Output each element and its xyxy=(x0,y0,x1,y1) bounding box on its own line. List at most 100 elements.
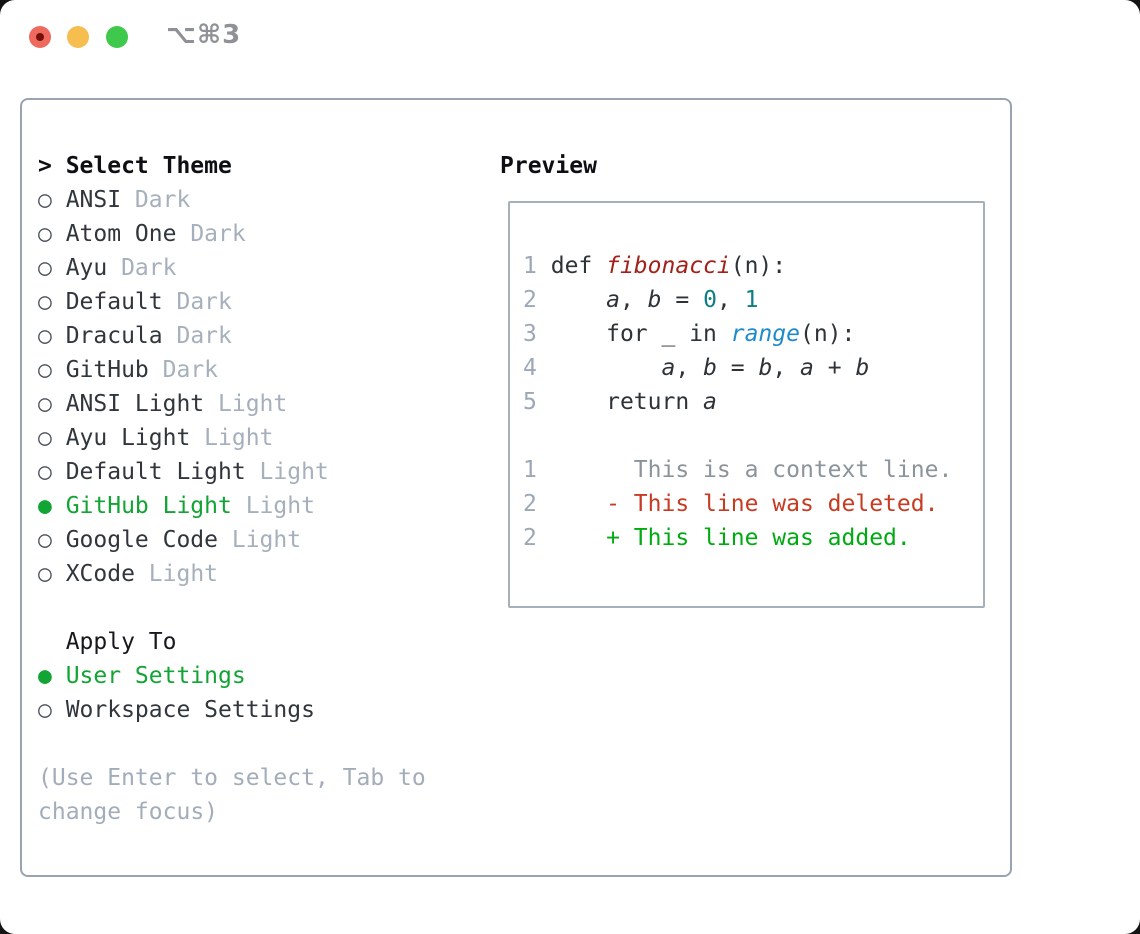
code-token: a xyxy=(661,355,676,381)
close-indicator-dot xyxy=(36,33,44,41)
line-number: 4 xyxy=(523,355,537,381)
prompt-caret-icon: > xyxy=(38,153,52,179)
code-token: , xyxy=(675,355,704,381)
radio-unselected-icon: ○ xyxy=(38,561,52,587)
radio-unselected-icon: ○ xyxy=(38,255,52,281)
spacer-row xyxy=(38,591,438,625)
code-line: 5 return a xyxy=(523,385,983,419)
radio-selected-icon: ● xyxy=(38,493,52,519)
code-token: a xyxy=(800,355,814,381)
theme-option-label: Dracula xyxy=(65,323,163,349)
code-line: 2 - This line was deleted. xyxy=(523,487,983,521)
apply-option-label: Workspace Settings xyxy=(65,697,315,723)
apply-option-workspace-settings[interactable]: ○ Workspace Settings xyxy=(38,693,438,727)
preview-title: Preview xyxy=(500,153,597,179)
code-token: for _ in xyxy=(550,321,731,347)
radio-unselected-icon: ○ xyxy=(38,697,52,723)
code-token xyxy=(551,287,606,313)
theme-variant-label: Dark xyxy=(121,255,177,281)
spacer-row xyxy=(38,727,438,761)
theme-option-ayu[interactable]: ○ Ayu Dark xyxy=(38,251,438,285)
window-title: ⌥⌘3 xyxy=(166,20,242,50)
theme-option-label: GitHub xyxy=(65,357,149,383)
code-line: 2 + This line was added. xyxy=(523,521,983,555)
theme-variant-label: Dark xyxy=(162,357,219,383)
code-token: = xyxy=(661,287,704,313)
theme-option-label: GitHub Light xyxy=(65,493,232,519)
line-number: 2 xyxy=(523,287,537,313)
code-token: , xyxy=(716,287,745,313)
code-token: (n): xyxy=(730,253,787,279)
code-token: (n): xyxy=(799,321,856,347)
apply-to-header: Apply To xyxy=(38,625,438,659)
code-line: 4 a, b = b, a + b xyxy=(523,351,983,385)
theme-variant-label: Dark xyxy=(134,187,191,213)
radio-unselected-icon: ○ xyxy=(38,459,52,485)
theme-variant-label: Dark xyxy=(190,221,246,247)
line-number: 5 xyxy=(523,389,537,415)
radio-unselected-icon: ○ xyxy=(38,221,52,247)
code-token: This is a context line. xyxy=(550,457,953,483)
theme-variant-label: Light xyxy=(218,391,288,417)
zoom-button[interactable] xyxy=(106,26,128,48)
minimize-button[interactable] xyxy=(67,26,89,48)
theme-option-atom-one[interactable]: ○ Atom One Dark xyxy=(38,217,438,251)
theme-option-label: Atom One xyxy=(65,221,177,247)
radio-unselected-icon: ○ xyxy=(38,425,52,451)
code-token xyxy=(551,355,662,381)
code-token: + xyxy=(813,355,856,381)
help-text: (Use Enter to select, Tab to change focu… xyxy=(38,765,426,825)
code-token: - This line was deleted. xyxy=(606,491,939,517)
code-line: 2 a, b = 0, 1 xyxy=(523,283,983,317)
code-token: fibonacci xyxy=(606,253,731,279)
apply-option-user-settings[interactable]: ●User Settings xyxy=(38,659,438,693)
line-number: 2 xyxy=(523,491,537,517)
theme-option-ansi-light[interactable]: ○ ANSI Light Light xyxy=(38,387,438,421)
theme-variant-label: Dark xyxy=(176,323,232,349)
blank-line xyxy=(523,419,983,453)
select-theme-header-label: Select Theme xyxy=(65,153,232,179)
code-token: 1 xyxy=(744,287,759,313)
code-token: , xyxy=(772,355,801,381)
theme-variant-label: Dark xyxy=(176,289,232,315)
theme-variant-label: Light xyxy=(259,459,329,485)
apply-to-header-label: Apply To xyxy=(65,629,177,655)
radio-unselected-icon: ○ xyxy=(38,187,52,213)
select-theme-header: > Select Theme xyxy=(38,149,438,183)
code-token: a xyxy=(606,287,620,313)
close-button[interactable] xyxy=(29,26,51,48)
code-token: def xyxy=(550,253,607,279)
code-line: 1 This is a context line. xyxy=(523,453,983,487)
line-number: 3 xyxy=(523,321,537,347)
theme-option-label: Default xyxy=(65,289,163,315)
code-line: 3 for _ in range(n): xyxy=(523,317,983,351)
code-token: b xyxy=(855,355,870,381)
radio-unselected-icon: ○ xyxy=(38,391,52,417)
theme-option-label: Ayu xyxy=(65,255,108,281)
line-number: 2 xyxy=(523,525,537,551)
code-token: return xyxy=(550,389,704,415)
code-token: a xyxy=(703,389,717,415)
code-token: , xyxy=(619,287,648,313)
theme-option-label: ANSI Light xyxy=(65,391,205,417)
code-token: 0 xyxy=(703,287,717,313)
line-number: 1 xyxy=(523,253,537,279)
radio-selected-icon: ● xyxy=(38,663,52,689)
code-token: b xyxy=(703,355,717,381)
code-token xyxy=(551,525,606,551)
code-line: 1 def fibonacci(n): xyxy=(523,249,983,283)
